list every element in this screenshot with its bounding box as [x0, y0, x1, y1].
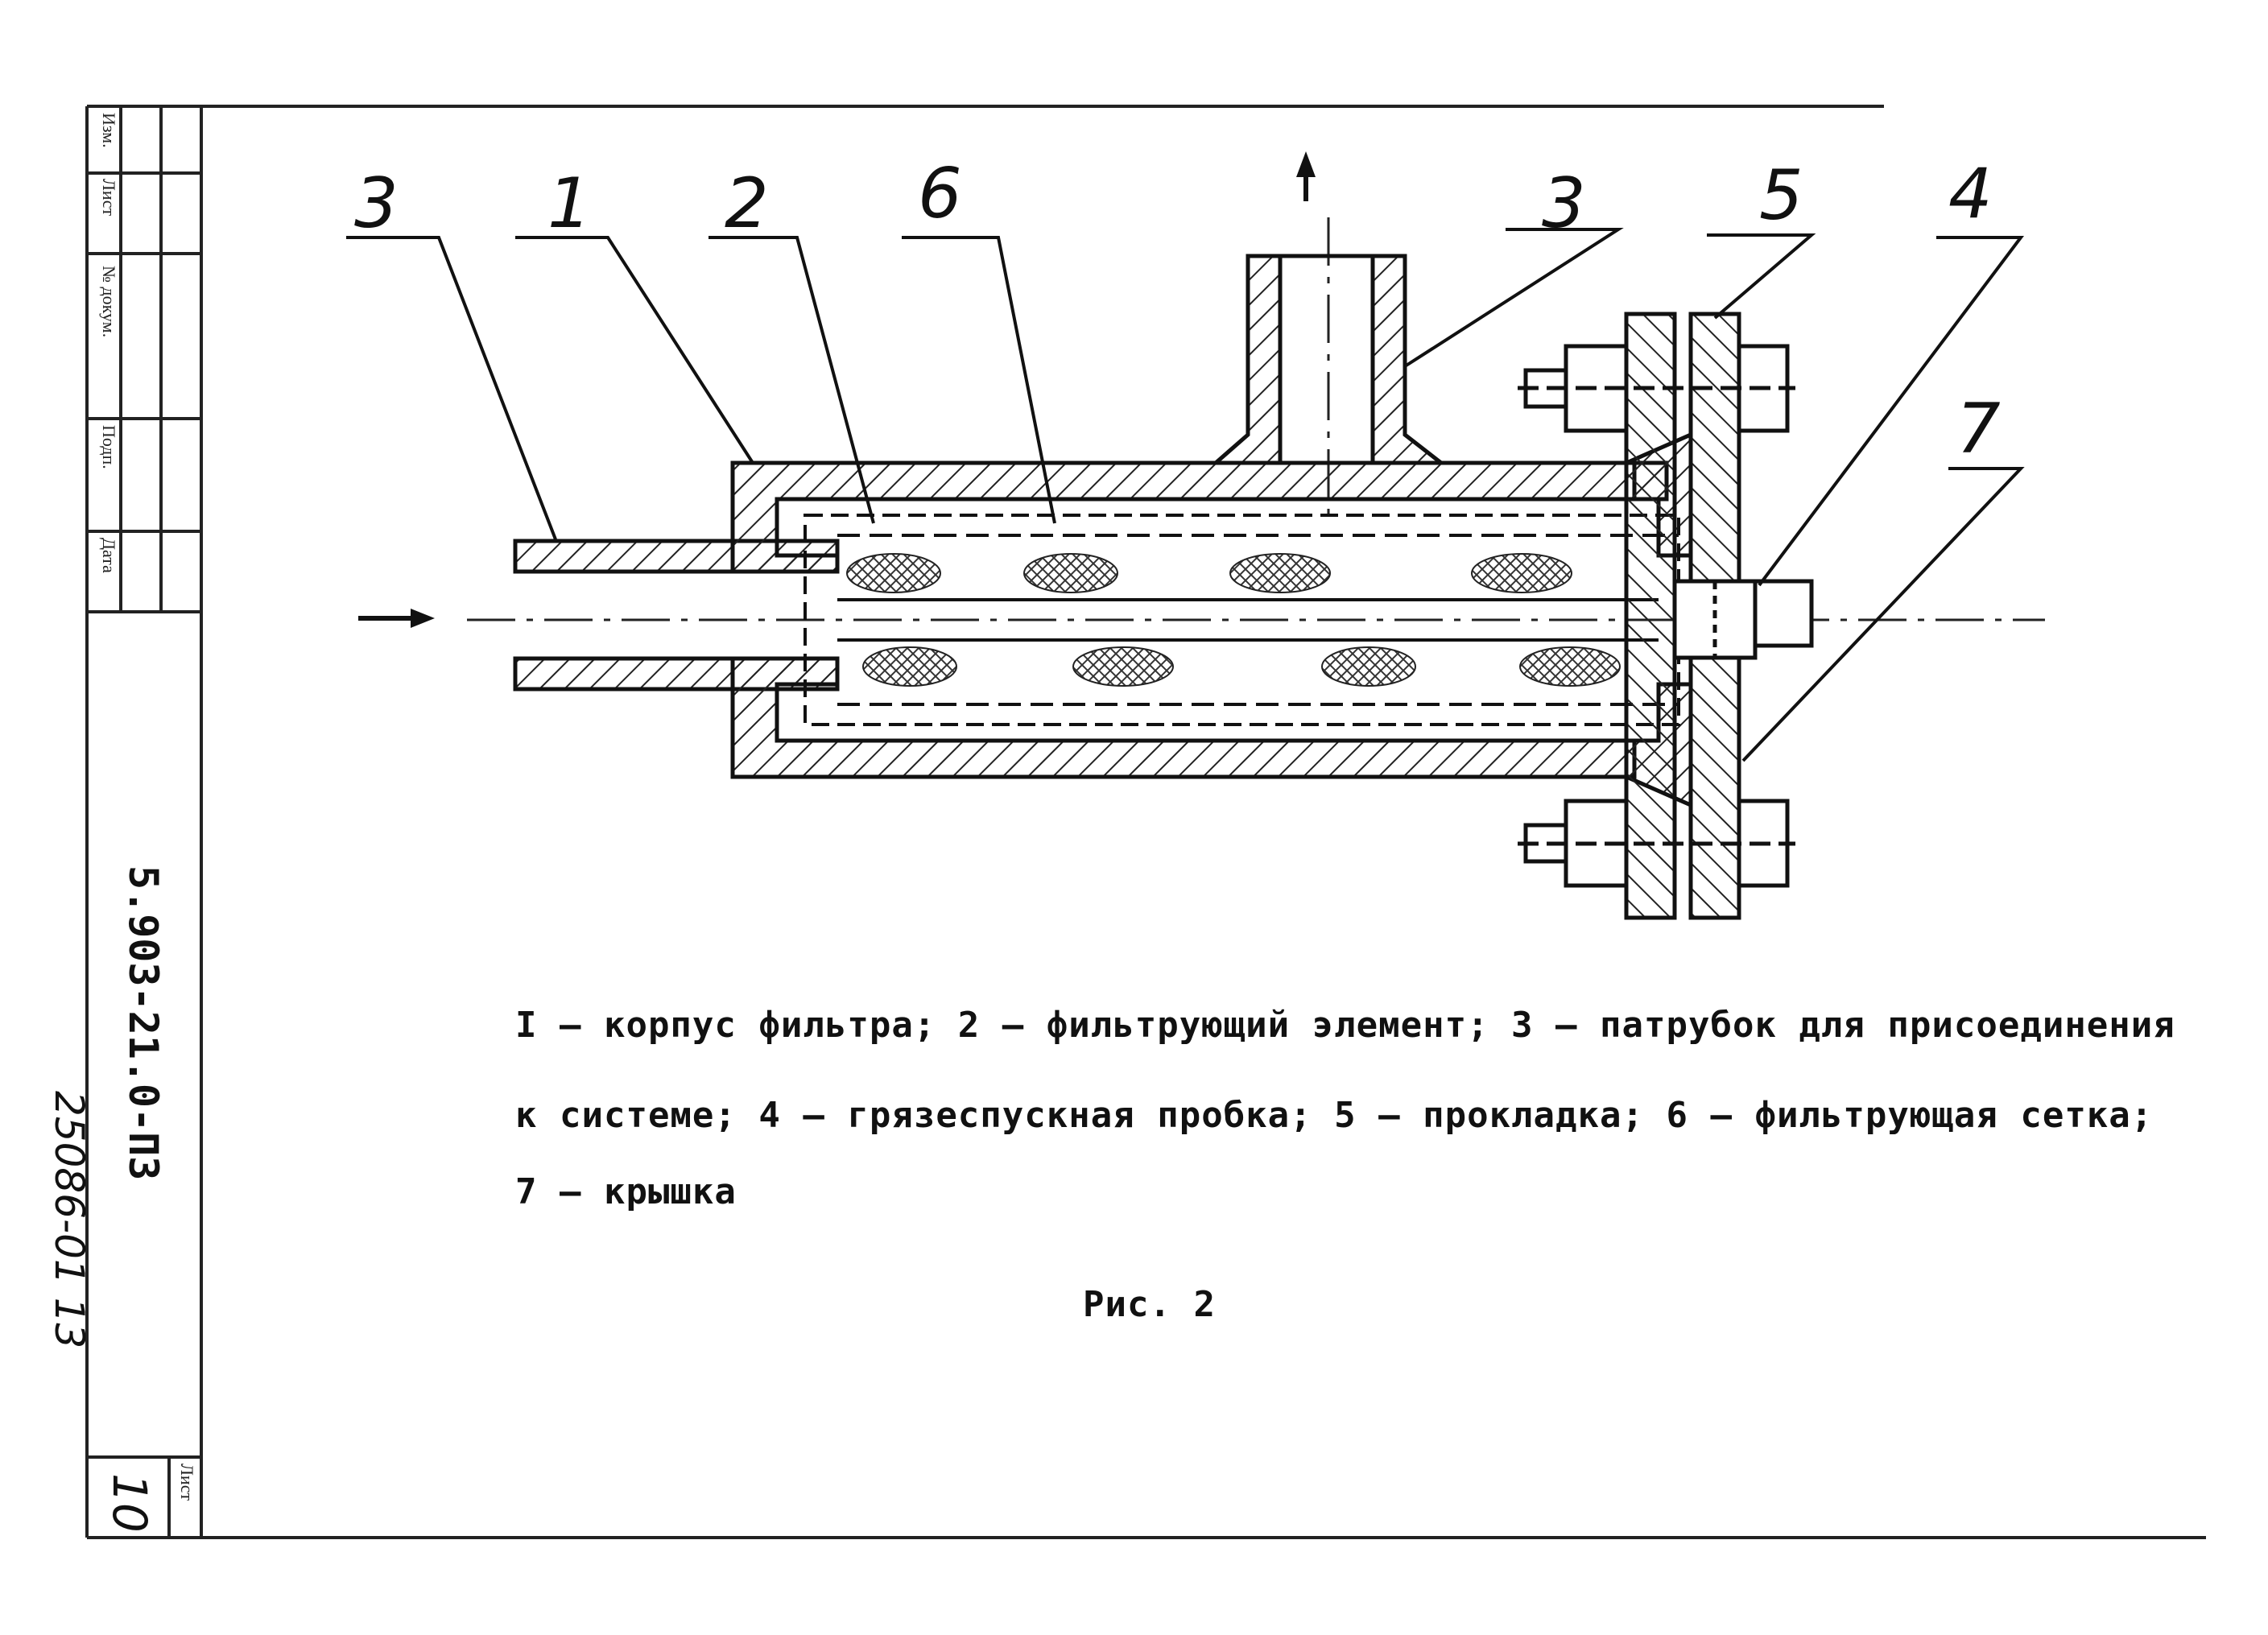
legend-line-1: I – корпус фильтра; 2 – фильтрующий элем…: [515, 1005, 2175, 1046]
callout-1-housing: 1: [547, 163, 592, 244]
figure-label: Рис. 2: [1083, 1284, 1216, 1325]
legend-line-2: к системе; 4 – грязеспускная пробка; 5 –…: [515, 1095, 2154, 1136]
callout-4-plug: 4: [1948, 154, 1993, 234]
callout-labels: 3 1 2 6 3 5 4 7: [354, 154, 2001, 469]
stamp-cell-signature: Подп.: [99, 425, 119, 469]
stamp-cell-doc-number: № докум.: [99, 266, 119, 338]
flow-arrow-inlet: [358, 609, 435, 628]
stamp-cell-change: Изм.: [99, 113, 119, 148]
legend-line-3: 7 – крышка: [515, 1171, 737, 1212]
sheet-number: 10: [102, 1473, 157, 1533]
leader-lines: [346, 228, 2025, 762]
archive-number: 25086-01 13: [46, 1091, 93, 1349]
sheet-label: Лист: [177, 1464, 197, 1501]
document-code: 5.903-21.0-ПЗ: [120, 865, 167, 1181]
drain-plug: [1672, 579, 1814, 660]
callout-3-inlet: 3: [354, 163, 399, 244]
flow-arrow-outlet: [1296, 151, 1316, 201]
sheet-frame: [85, 105, 2206, 1539]
filter-mesh: [846, 553, 1621, 687]
stamp-cell-sheet: Лист: [99, 179, 119, 217]
outlet-nozzle: [1210, 254, 1448, 465]
filter-element: [804, 514, 1680, 726]
callout-7-cover: 7: [1956, 389, 2001, 469]
stamp-cell-date: Дата: [99, 538, 119, 573]
bolt-top: [1518, 344, 1795, 433]
callout-2-element: 2: [725, 163, 769, 244]
callout-3-outlet: 3: [1542, 163, 1586, 244]
bolt-bottom: [1518, 799, 1795, 888]
callout-6-screen: 6: [918, 154, 962, 234]
callout-5-gasket: 5: [1759, 155, 1803, 236]
